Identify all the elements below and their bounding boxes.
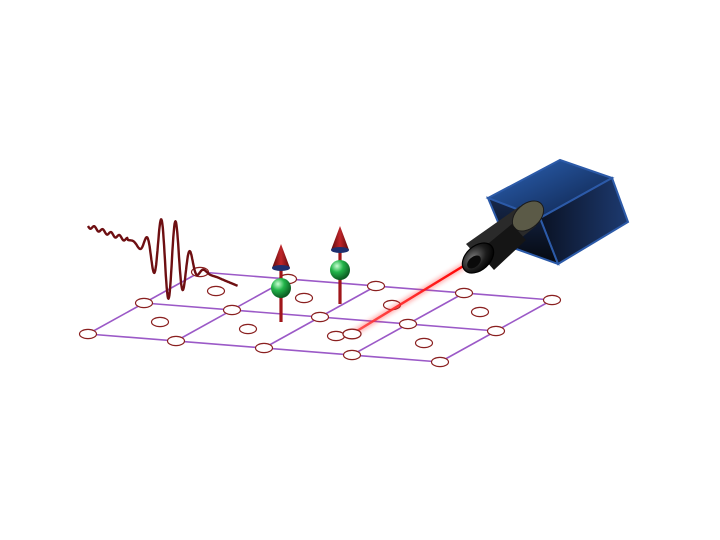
arrow-base — [272, 265, 290, 271]
lattice-site — [78, 328, 98, 340]
lens-aperture — [467, 255, 481, 269]
wave-packet — [86, 218, 239, 300]
lattice-site-center — [206, 285, 226, 297]
camera-icon — [461, 158, 630, 274]
lattice-site-center — [326, 330, 346, 342]
lattice-site — [134, 297, 154, 309]
lattice-site — [366, 280, 386, 292]
lattice-sites — [78, 266, 562, 368]
wave-packet-curve — [86, 218, 239, 300]
lattice-site-center — [238, 323, 258, 335]
lattice-site — [222, 304, 242, 316]
arrow-head — [272, 244, 290, 268]
lattice-site — [310, 311, 330, 323]
lattice-site — [542, 294, 562, 306]
lattice-site-center — [150, 316, 170, 328]
spin-up-1 — [271, 244, 291, 322]
spin-up-2 — [330, 226, 350, 304]
lattice-site — [486, 325, 506, 337]
lattice-site-center — [470, 306, 490, 318]
arrow-head — [331, 226, 349, 250]
atom — [330, 260, 350, 280]
lattice-site — [254, 342, 274, 354]
lattice-site — [342, 349, 362, 361]
lattice-site — [398, 318, 418, 330]
laser-core — [351, 260, 471, 336]
lattice-site-center — [294, 292, 314, 304]
laser-beam — [342, 259, 472, 340]
laser-target-site — [342, 328, 362, 340]
arrow-base — [331, 247, 349, 253]
lattice-site-center — [414, 337, 434, 349]
spin-atoms — [271, 226, 350, 322]
atom — [271, 278, 291, 298]
lattice-site — [166, 335, 186, 347]
lattice-site — [454, 287, 474, 299]
lattice-site — [430, 356, 450, 368]
